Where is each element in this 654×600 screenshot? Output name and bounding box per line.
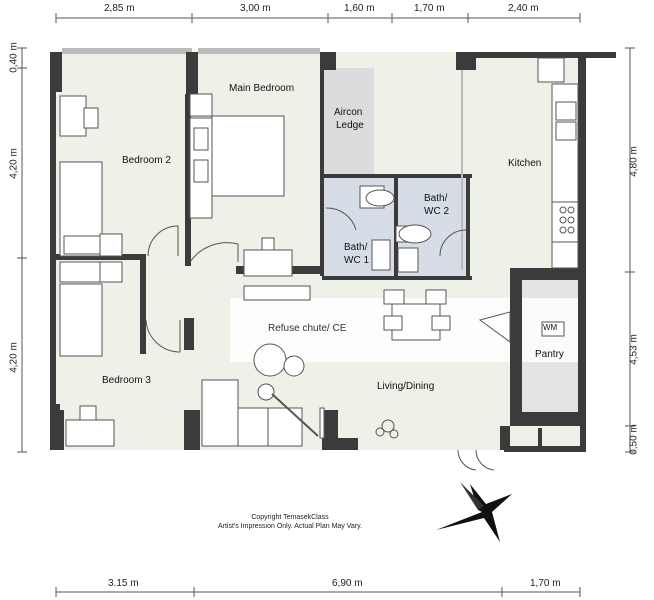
washing-machine [541,321,565,337]
dim-right-3: 0,50 m [628,424,640,455]
walls [50,48,616,452]
bedroom3-furniture [59,261,123,447]
label-pantry-box: WM [543,323,558,332]
label-aircon-1: Aircon [334,107,363,118]
dim-bottom-3: 1,70 m [530,578,561,589]
label-main-bedroom: Main Bedroom [229,83,295,94]
dim-top-2: 3,00 m [240,3,271,14]
plant [375,419,399,439]
main-door [457,449,495,471]
dim-top-3: 1,60 m [344,3,375,14]
dim-left-1: 0,40 m [8,42,20,73]
label-bath2-1: Bath/ [424,193,448,204]
label-living-dining: Living/Dining [377,381,435,392]
dim-left-3: 4,20 m [8,342,20,373]
dim-left-2: 4,20 m [8,148,20,179]
main-bedroom-door [189,242,239,263]
label-aircon-2: Ledge [336,120,364,131]
living-furniture [201,289,451,447]
label-pantry: Pantry [535,349,564,360]
label-bath2-2: WC 2 [424,206,449,217]
dim-bottom-2: 6,90 m [332,578,363,589]
label-corridor-note: Refuse chute/ CE [268,323,347,334]
aircon-ledge-floor [322,68,374,174]
label-bedroom2: Bedroom 2 [122,155,171,166]
kitchen-counters [537,57,579,269]
stove [559,206,575,234]
pantry-door [478,311,511,343]
copyright-line1: Copyright TemasekClass [251,514,329,521]
label-bath1-1: Bath/ [344,242,368,253]
dim-right-1: 4,80 m [628,146,640,177]
floor-area [52,52,582,450]
bath2-door [439,229,467,257]
bathroom-fixtures [359,185,432,273]
dim-top-1: 2,85 m [104,3,135,14]
dimension-lines [17,13,635,597]
dim-bottom-1: 3.15 m [108,578,139,589]
compass-icon [436,482,512,542]
lamp-stand [271,393,319,437]
copyright-line2: Artist's Impression Only. Actual Plan Ma… [217,523,363,530]
label-bath1-2: WC 1 [344,255,369,266]
label-kitchen: Kitchen [508,158,542,169]
bedroom3-door [145,319,181,353]
dim-right-2: 4,53 m [628,334,640,365]
bath1-door [325,207,357,231]
dim-top-4: 1,70 m [414,3,445,14]
bedroom2-furniture [59,95,123,257]
bedroom2-door [147,225,179,257]
main-bedroom-furniture [189,93,311,301]
label-bedroom3: Bedroom 3 [102,375,151,386]
dim-top-5: 2,40 m [508,3,539,14]
